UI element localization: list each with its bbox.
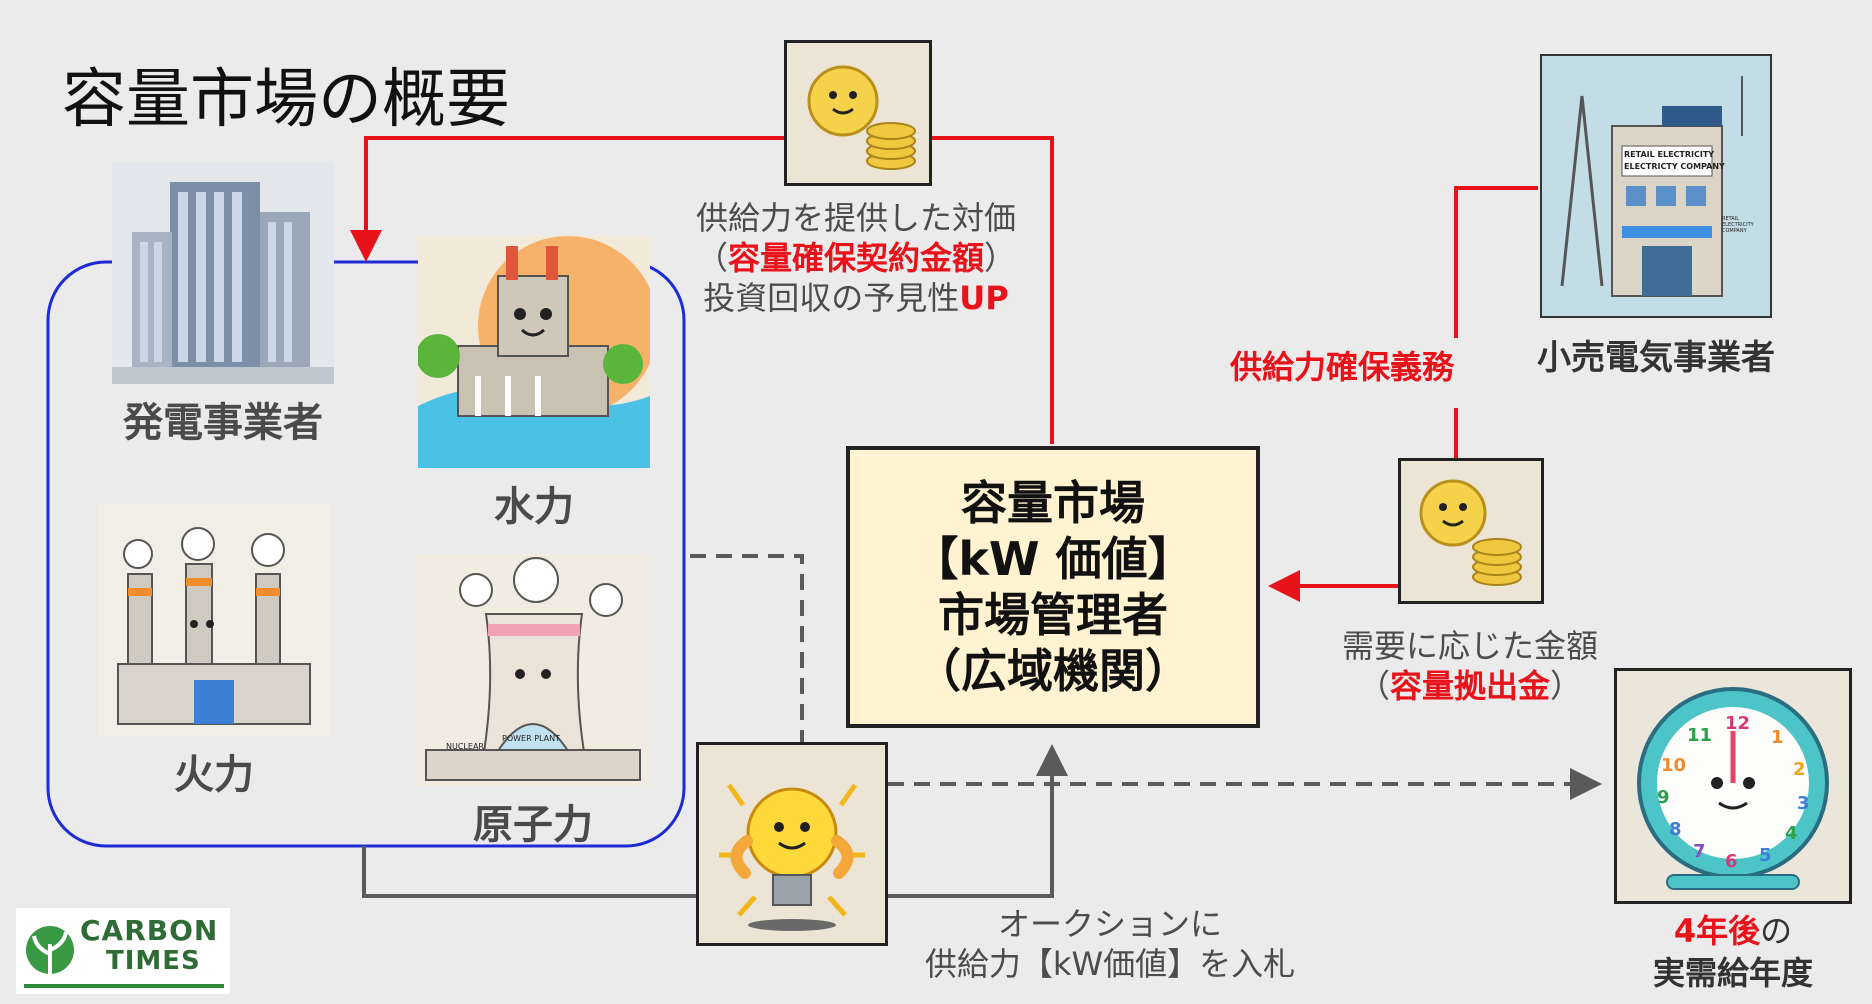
auction-line2: 供給力【kW価値】を入札 [924,945,1296,983]
svg-text:8: 8 [1669,819,1682,840]
svg-text:10: 10 [1661,755,1686,776]
svg-text:12: 12 [1725,713,1750,734]
svg-text:9: 9 [1657,787,1670,808]
payment-line3: 投資回収の予見性UP [703,279,1009,317]
logo-line1: CARBON [80,914,219,947]
svg-text:3: 3 [1797,793,1810,814]
obligation-label: 供給力確保義務 [1230,348,1455,386]
market-line3: 市場管理者 [938,588,1168,642]
building-sign-2: ELECTRICTY COMPANY [1624,162,1725,171]
coin-smile-icon [807,65,916,170]
delivery-caption: 4年後の 実需給年度 [1608,910,1858,994]
page-title: 容量市場の概要 [62,63,510,137]
contract-amount: 容量確保契約金額 [727,239,984,277]
bid-arrow-to-market [886,744,1068,898]
lightbulb-frame [696,742,888,946]
payment-line1: 供給力を提供した対価 [695,199,1016,237]
market-line2: 【kW 価値】 [912,532,1194,586]
contribution-amount: 容量拠出金 [1389,667,1550,705]
nuclear-sign-1: NUCLEAR [446,742,484,751]
coin-frame-right [1398,458,1544,604]
svg-text:1: 1 [1771,727,1784,748]
svg-text:6: 6 [1725,851,1738,872]
logo-underline [24,984,224,988]
building-sign-1: RETAIL ELECTRICITY [1624,150,1715,159]
up-emphasis: UP [959,279,1009,317]
nuclear-plant-icon: NUCLEAR POWER PLANT [416,554,650,786]
market-line4: （広域機関） [915,644,1191,698]
hydro-label: 水力 [494,484,574,530]
nuclear-label: 原子力 [473,802,593,848]
payment-arrow-to-generator [350,136,784,262]
lightbulb-strong-icon [719,783,865,931]
delivery-line1: 4年後の [1673,912,1793,950]
nuclear-sign-2: POWER PLANT [502,734,560,743]
bid-line-left [362,846,696,898]
obligation-line-top [1454,186,1538,338]
payment-line-up [932,136,1054,444]
hydro-plant-icon [416,236,658,468]
leaf-icon [26,926,74,976]
retailer-label: 小売電気事業者 [1537,338,1775,378]
contribution-line2: （容量拠出金） [1357,667,1583,705]
thermal-plant-icon [98,504,330,736]
building-sign-3: RETAIL ELECTRICITY COMPANY [1722,216,1754,234]
delivery-line2: 実需給年度 [1652,954,1813,992]
logo-line2: TIMES [106,946,201,976]
svg-text:4: 4 [1785,823,1798,844]
dashed-line-upper [690,554,804,746]
retail-building-icon: RETAIL ELECTRICITY ELECTRICTY COMPANY RE… [1540,54,1772,318]
capacity-market-box: 容量市場 【kW 価値】 市場管理者 （広域機関） [846,446,1260,728]
thermal-label: 火力 [174,752,254,798]
svg-text:5: 5 [1759,845,1772,866]
generator-label: 発電事業者 [123,400,323,446]
coin-smile-icon [1419,479,1522,586]
svg-text:2: 2 [1793,759,1806,780]
four-years-later: 4年後 [1673,912,1761,950]
auction-line1: オークションに [997,905,1222,943]
payment-line2: （容量確保契約金額） [695,239,1017,277]
carbon-times-logo: CARBON TIMES [16,908,230,994]
office-building-icon [112,162,334,384]
contribution-caption: 需要に応じた金額 （容量拠出金） [1320,626,1620,706]
market-line1: 容量市場 [961,476,1145,530]
contribution-line1: 需要に応じた金額 [1341,627,1598,665]
svg-text:11: 11 [1687,725,1712,746]
payment-caption: 供給力を提供した対価 （容量確保契約金額） 投資回収の予見性UP [676,198,1036,318]
auction-caption: オークションに 供給力【kW価値】を入札 [900,904,1320,984]
coin-frame-top [784,40,932,186]
svg-text:7: 7 [1693,841,1706,862]
